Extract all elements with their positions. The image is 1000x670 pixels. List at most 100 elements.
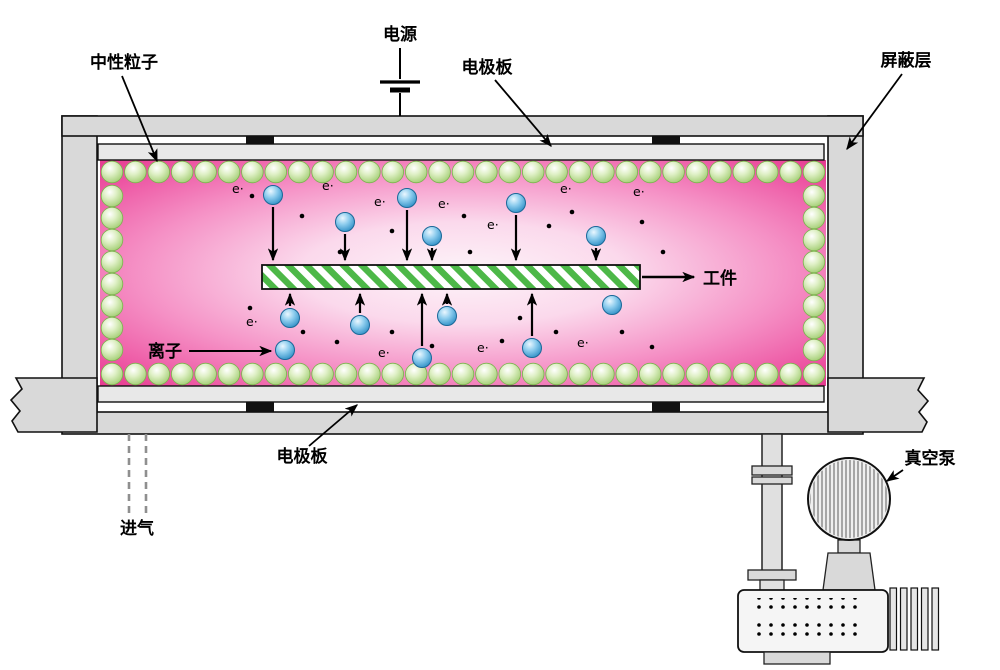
neutral-particle — [147, 160, 171, 184]
neutral-particle — [428, 160, 451, 184]
neutral-particle — [779, 362, 802, 386]
neutral-particle — [685, 362, 709, 386]
pump-fin — [899, 587, 908, 651]
electron-dots-layer — [247, 193, 666, 350]
neutral-particle — [451, 362, 475, 386]
label-electrode-bottom: 电极板 — [277, 446, 329, 466]
electrode-top-leader-arrow — [494, 79, 552, 147]
pump-fin — [889, 587, 898, 651]
neutral-particle — [311, 362, 334, 386]
neutral-particle — [264, 160, 288, 184]
neutral-particle — [217, 362, 241, 386]
vacuum-pump-leader-arrow — [885, 469, 904, 482]
neutral-particle — [685, 160, 709, 184]
electron-label: e· — [438, 196, 450, 211]
electron-label: e· — [487, 217, 499, 232]
flange-left — [9, 377, 98, 433]
neutral-particle — [381, 362, 405, 386]
electron-label: e· — [322, 178, 334, 193]
neutral-particle — [802, 294, 826, 318]
neutral-particle — [498, 160, 522, 184]
neutral-particle — [288, 362, 311, 386]
electron-dot — [619, 329, 625, 335]
electron-dot — [300, 329, 306, 335]
pump-fin — [920, 587, 929, 651]
neutral-particle — [428, 362, 451, 386]
gas-inlet-pipe — [127, 434, 148, 516]
neutral-particle — [147, 362, 171, 386]
neutral-particle — [779, 160, 802, 184]
label-gas-inlet: 进气 — [120, 518, 154, 538]
neutral-particles-layer — [100, 160, 826, 386]
neutral-particle — [709, 160, 732, 184]
label-vacuum-pump: 真空泵 — [905, 448, 956, 468]
neutral-particle — [100, 228, 124, 252]
vacuum-pump-assembly — [737, 433, 940, 665]
ion-particle — [263, 185, 283, 205]
neutral-particle — [732, 160, 756, 184]
neutral-particle — [802, 206, 826, 230]
ion-particle — [397, 188, 417, 208]
neutral-particle — [358, 160, 381, 184]
electron-dot — [649, 344, 655, 350]
electron-dot — [429, 343, 435, 349]
motor-stand — [822, 552, 876, 591]
neutral-particle — [100, 184, 124, 208]
pump-foot — [763, 651, 831, 665]
neutral-particle — [802, 316, 826, 340]
neutral-particle — [498, 362, 522, 386]
electron-dot — [334, 339, 340, 345]
neutral-particle — [592, 160, 615, 184]
electron-dot — [546, 223, 552, 229]
neutral-particle — [756, 362, 779, 386]
electron-dot — [389, 228, 395, 234]
neutral-particle — [124, 160, 147, 184]
ion-particle — [522, 338, 542, 358]
neutral-particle — [662, 160, 685, 184]
electron-label: e· — [560, 181, 572, 196]
electrode-plate-bottom — [97, 385, 825, 403]
ion-particle — [586, 226, 606, 246]
electron-dot — [660, 249, 666, 255]
label-ion: 离子 — [148, 341, 182, 361]
ion-particle — [602, 295, 622, 315]
neutral-particle — [100, 250, 124, 274]
neutral-particle — [241, 160, 264, 184]
neutral-particle — [475, 362, 498, 386]
ions-layer — [263, 185, 622, 368]
neutral-particle — [615, 160, 639, 184]
electron-dot — [499, 338, 505, 344]
workpiece-holder-bar — [261, 264, 641, 290]
electron-dot — [247, 305, 253, 311]
pump-vent-dots-lower — [750, 622, 862, 638]
pump-fin — [931, 587, 940, 651]
electron-dot — [467, 249, 473, 255]
neutral-particle — [451, 160, 475, 184]
neutral-particle — [522, 362, 545, 386]
label-shield: 屏蔽层 — [881, 50, 932, 70]
label-electrode-top: 电极板 — [462, 57, 514, 77]
neutral-particle — [241, 362, 264, 386]
electron-dot — [299, 213, 305, 219]
neutral-particle — [615, 362, 639, 386]
electron-label: e· — [633, 184, 645, 199]
electrode-bottom-leader-arrow — [308, 404, 358, 447]
electron-label: e· — [246, 314, 258, 329]
electron-label: e· — [477, 340, 489, 355]
neutral-particle — [100, 338, 124, 362]
neutral-particle-leader-arrow — [121, 75, 158, 163]
electron-label: e· — [232, 181, 244, 196]
motor-hatch-texture — [810, 460, 888, 538]
neutral-particle — [100, 316, 124, 340]
ion-particle — [275, 340, 295, 360]
neutral-particle — [358, 362, 381, 386]
ion-particle — [437, 306, 457, 326]
neutral-particle — [662, 362, 685, 386]
neutral-particle — [756, 160, 779, 184]
shield-leader-arrow — [846, 73, 903, 151]
shield-wall-right — [827, 115, 864, 413]
shield-bottom-bar — [61, 411, 864, 435]
neutral-particle — [288, 160, 311, 184]
neutral-particle — [732, 362, 756, 386]
